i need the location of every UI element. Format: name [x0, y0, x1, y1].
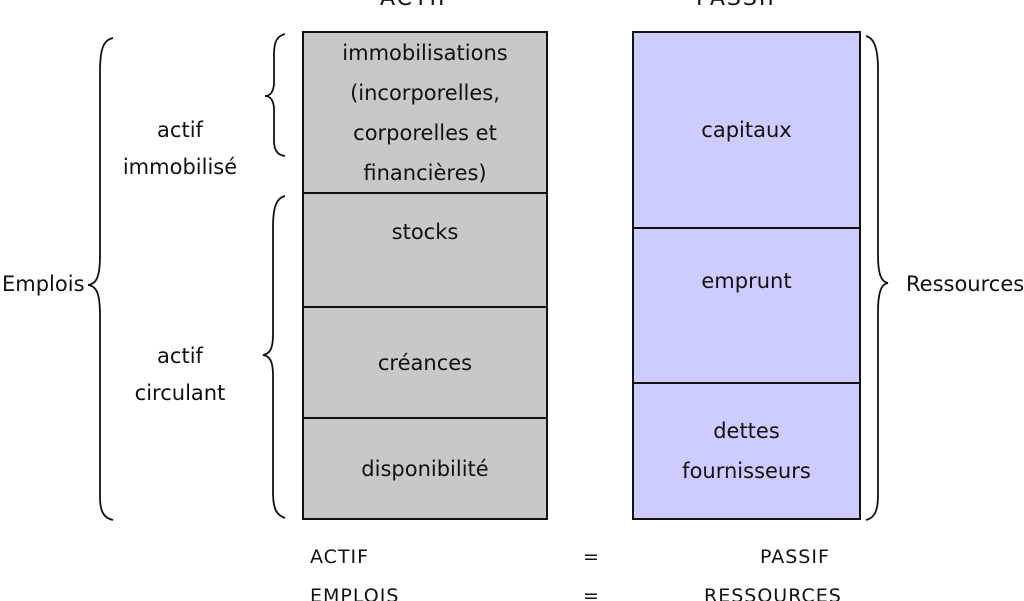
actif-column: immobilisations (incorporelles, corporel…: [302, 31, 548, 520]
brace-actif-circulant: [262, 195, 286, 519]
actif-cell-creances: créances: [304, 308, 546, 419]
label-line: circulant: [134, 381, 226, 405]
passif-cell-dettes-fournisseurs: dettes fournisseurs: [634, 384, 859, 518]
passif-cell-line: capitaux: [701, 118, 792, 142]
actif-cell-line: financières): [363, 160, 487, 185]
label-line: immobilisé: [122, 155, 238, 179]
equation-1-right: PASSIF: [760, 546, 830, 568]
label-line: actif: [157, 118, 203, 142]
equation-2-op: =: [583, 585, 600, 601]
actif-cell-immobilisations: immobilisations (incorporelles, corporel…: [304, 33, 546, 194]
actif-cell-disponibilite: disponibilité: [304, 419, 546, 518]
actif-cell-line: stocks: [391, 220, 459, 244]
actif-cell-stocks: stocks: [304, 194, 546, 308]
label-actif-circulant: actif circulant: [100, 338, 260, 412]
equation-1-op: =: [583, 546, 600, 568]
label-emplois: Emplois: [2, 272, 85, 296]
passif-column: capitaux emprunt dettes fournisseurs: [632, 31, 861, 520]
brace-actif-immobilise: [264, 33, 286, 157]
equation-2-right: RESSOURCES: [704, 585, 842, 601]
brace-emplois: [87, 37, 114, 521]
passif-cell-emprunt: emprunt: [634, 229, 859, 384]
actif-header: ACTIF: [380, 0, 453, 11]
actif-cell-line: créances: [377, 350, 473, 375]
equation-1-left: ACTIF: [310, 546, 370, 568]
actif-cell-line: immobilisations: [342, 40, 508, 65]
passif-cell-capitaux: capitaux: [634, 33, 859, 229]
label-line: actif: [157, 344, 203, 368]
passif-cell-line: dettes: [713, 419, 780, 443]
actif-cell-line: disponibilité: [361, 456, 489, 481]
actif-cell-line: corporelles et: [353, 120, 497, 145]
label-ressources: Ressources: [906, 272, 1024, 296]
label-actif-immobilise: actif immobilisé: [100, 112, 260, 186]
equation-2-left: EMPLOIS: [310, 585, 400, 601]
passif-cell-line: fournisseurs: [682, 459, 811, 483]
brace-ressources: [865, 35, 889, 521]
passif-cell-line: emprunt: [701, 269, 792, 293]
passif-header: PASSIF: [696, 0, 782, 11]
actif-cell-line: (incorporelles,: [350, 80, 500, 105]
